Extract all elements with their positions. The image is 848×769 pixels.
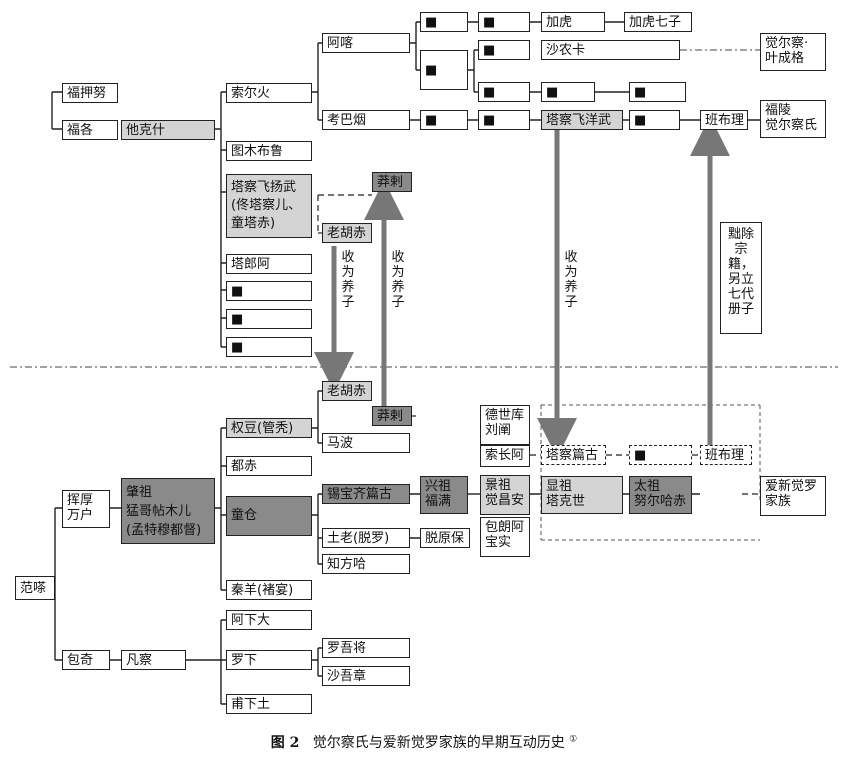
label-adopt-3: 收为养子: [564, 250, 578, 310]
node-tacha-piangu: 塔察篇古: [541, 445, 606, 465]
node-unknown-8: ■: [478, 82, 530, 102]
node-axiada: 阿下大: [226, 610, 312, 630]
node-zhifangha: 知方哈: [322, 554, 410, 574]
node-laohuchi-top: 老胡赤: [322, 223, 372, 243]
node-deshiku-liuchan: 德世库 刘阐: [480, 405, 530, 445]
node-banbuli-bottom: 班布理: [700, 445, 752, 465]
node-fuyawu: 福押努: [62, 83, 118, 103]
node-manci-top: 莽剌: [372, 172, 412, 192]
node-fuge: 福各: [62, 120, 118, 140]
caption-label: 图 2: [270, 735, 300, 751]
node-unknown-11: ■: [420, 110, 468, 130]
node-unknown-9: ■: [541, 82, 595, 102]
node-unknown-14: ■: [629, 445, 692, 465]
node-luowujiang: 罗吾将: [322, 638, 410, 658]
node-jueerchai-yechengge: 觉尔察· 叶成格: [760, 33, 826, 71]
label-reinstate: 黜除宗籍，另立七代册子: [720, 222, 762, 334]
node-unknown-4: ■: [420, 12, 468, 32]
node-xianzu: 显祖 塔克世: [541, 476, 623, 514]
node-suochanga: 索长阿: [480, 445, 530, 467]
node-kaobayan: 考巴烟: [322, 110, 410, 130]
node-baoqi: 包奇: [62, 650, 110, 670]
node-taluna: 塔郎阿: [226, 254, 312, 274]
node-tumubulu: 图木布鲁: [226, 141, 312, 161]
node-duchi: 都赤: [226, 456, 312, 476]
node-unknown-13: ■: [629, 110, 680, 130]
label-adopt-2: 收为养子: [391, 250, 405, 310]
node-aixinjueluo: 爱新觉罗 家族: [760, 476, 826, 516]
node-unknown-5: ■: [478, 12, 530, 32]
node-baolanga-baoshi: 包朗阿 宝实: [480, 517, 530, 557]
node-unknown-7: ■: [478, 40, 530, 60]
node-jiahu-qizi: 加虎七子: [624, 12, 692, 32]
figure-caption: 图 2 觉尔察氏与爱新觉罗家族的早期互动历史 ①: [0, 732, 848, 752]
node-shanongka: 沙农卡: [541, 40, 680, 60]
node-luoxia: 罗下: [226, 650, 312, 670]
node-manci-bottom: 莽剌: [372, 406, 412, 426]
caption-note-mark: ①: [569, 734, 578, 745]
node-shawuzhang: 沙吾章: [322, 666, 410, 686]
node-jingzu: 景祖 觉昌安: [480, 475, 530, 515]
node-tulao: 土老(脱罗): [322, 528, 410, 548]
node-tuoyuanbao: 脱原保: [420, 528, 470, 548]
node-taizu: 太祖 努尔哈赤: [629, 476, 692, 514]
node-xingzu: 兴祖 福满: [420, 476, 468, 514]
node-fuling: 福陵 觉尔察氏: [760, 100, 826, 138]
node-amu: 阿喀: [322, 33, 410, 53]
node-huihou: 挥厚 万户: [62, 490, 110, 528]
node-banbuli-top: 班布理: [700, 110, 748, 130]
node-tongcang: 童仓: [226, 496, 312, 536]
node-unknown-2: ■: [226, 309, 312, 329]
node-jiahu: 加虎: [541, 12, 605, 32]
node-quandou: 权豆(管秃): [226, 418, 312, 438]
node-unknown-10: ■: [629, 82, 686, 102]
caption-text: 觉尔察氏与爱新觉罗家族的早期互动历史: [312, 735, 565, 751]
node-fancha: 凡察: [121, 650, 186, 670]
node-fanca: 范嗏: [15, 576, 55, 600]
node-unknown-1: ■: [226, 281, 312, 301]
node-zhaozu: 肇祖 猛哥帖木儿 (孟特穆都督): [121, 478, 215, 544]
node-puxiatu: 甫下土: [226, 694, 312, 714]
node-laohuchi-bottom: 老胡赤: [322, 381, 372, 401]
node-tacha-feiyangwu: 塔察飞扬武 (佟塔察儿、 童塔赤): [226, 174, 312, 238]
node-tacha-feiyangwu-top: 塔察飞洋武: [541, 110, 623, 130]
node-unknown-6: ■: [420, 50, 468, 90]
node-mabo: 马波: [322, 433, 410, 453]
node-unknown-12: ■: [478, 110, 530, 130]
label-adopt-1: 收为养子: [341, 250, 355, 310]
node-xibaoqi: 锡宝齐篇古: [322, 484, 410, 504]
node-suoerhuo: 索尔火: [226, 83, 312, 103]
node-unknown-3: ■: [226, 337, 312, 357]
node-qinyang: 秦羊(褚宴): [226, 580, 312, 600]
node-takeshi: 他克什: [121, 120, 215, 140]
